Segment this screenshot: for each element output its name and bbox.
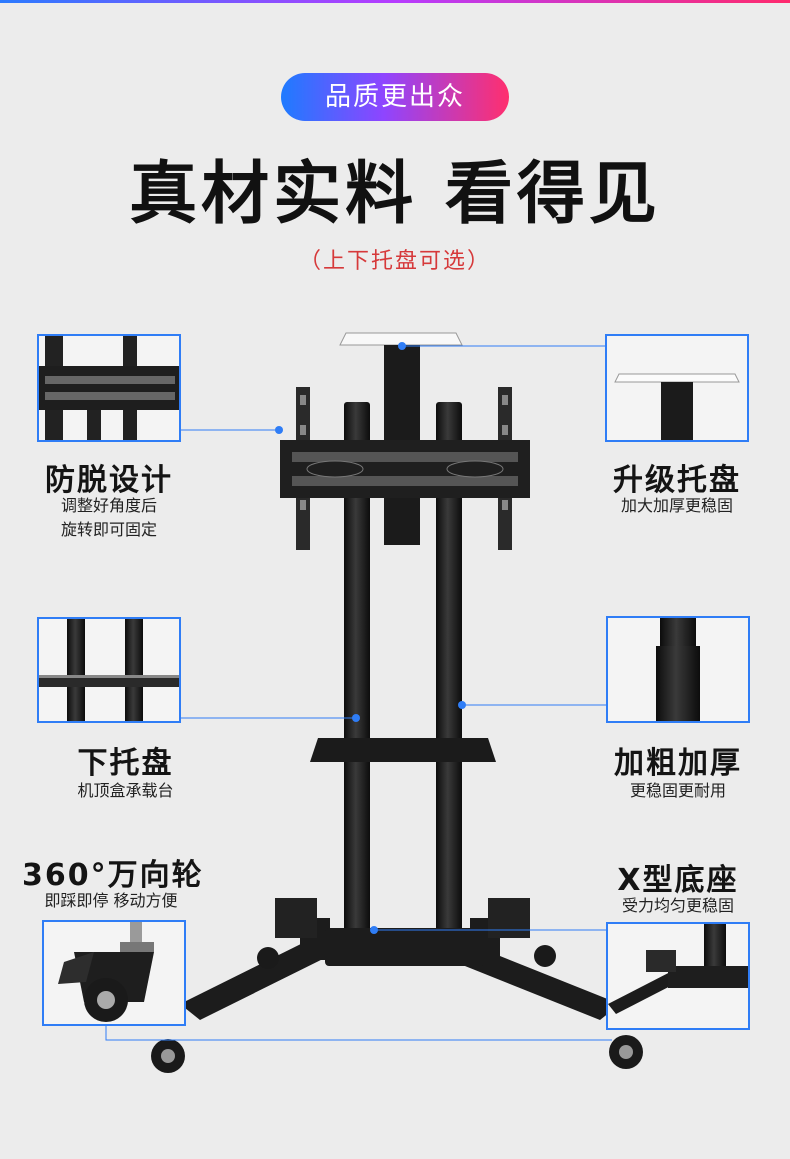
anti-slip-desc-line1: 调整好角度后: [60, 496, 157, 515]
anti-slip-desc-line2: 旋转即可固定: [60, 520, 157, 539]
callout-lines: [105, 345, 612, 1041]
lower-tray-title: 下托盘: [77, 746, 174, 781]
tray-closeup: [614, 373, 740, 440]
lower-tray-closeup: [39, 619, 179, 721]
upgrade-tray-title: 升级托盘: [613, 463, 741, 498]
upgrade-tray-desc: 加大加厚更稳固: [620, 496, 733, 515]
thick-pipe-title: 加粗加厚: [614, 746, 742, 781]
quality-badge: 品质更出众: [281, 73, 509, 121]
wheel-desc: 即踩即停 移动方便: [44, 891, 178, 910]
base-closeup: [608, 924, 748, 1014]
page-subline: （上下托盘可选）: [298, 249, 491, 274]
caster-closeup: [58, 922, 154, 1022]
x-base-detail-panel: [606, 922, 750, 1030]
x-base-title: X型底座: [617, 863, 739, 898]
pipe-closeup: [656, 618, 700, 721]
mounting-frame: [280, 440, 530, 498]
upgrade-tray-detail-panel: [605, 334, 749, 442]
wheel-detail-panel: [42, 920, 186, 1026]
x-base: [180, 898, 620, 1020]
thick-pipe-desc: 更稳固更耐用: [629, 781, 726, 800]
anti-slip-detail-panel: [37, 334, 181, 442]
poles: [344, 402, 462, 932]
caster-wheels: [151, 945, 643, 1073]
lower-tray-detail-panel: [37, 617, 181, 723]
x-base-desc: 受力均匀更稳固: [621, 896, 734, 915]
lower-tray-desc: 机顶盒承载台: [77, 781, 174, 800]
page-headline: 真材实料 看得见: [129, 155, 661, 234]
lower-tray-shape: [310, 738, 496, 762]
wheel-title: 360°万向轮: [22, 858, 204, 893]
anti-slip-desc: 调整好角度后 旋转即可固定: [37, 494, 181, 542]
thick-pipe-detail-panel: [606, 616, 750, 723]
anti-slip-title: 防脱设计: [45, 463, 173, 498]
vesa-bracket-closeup: [39, 336, 179, 440]
callout-dots: [275, 342, 466, 934]
top-gradient-line: [0, 0, 790, 3]
